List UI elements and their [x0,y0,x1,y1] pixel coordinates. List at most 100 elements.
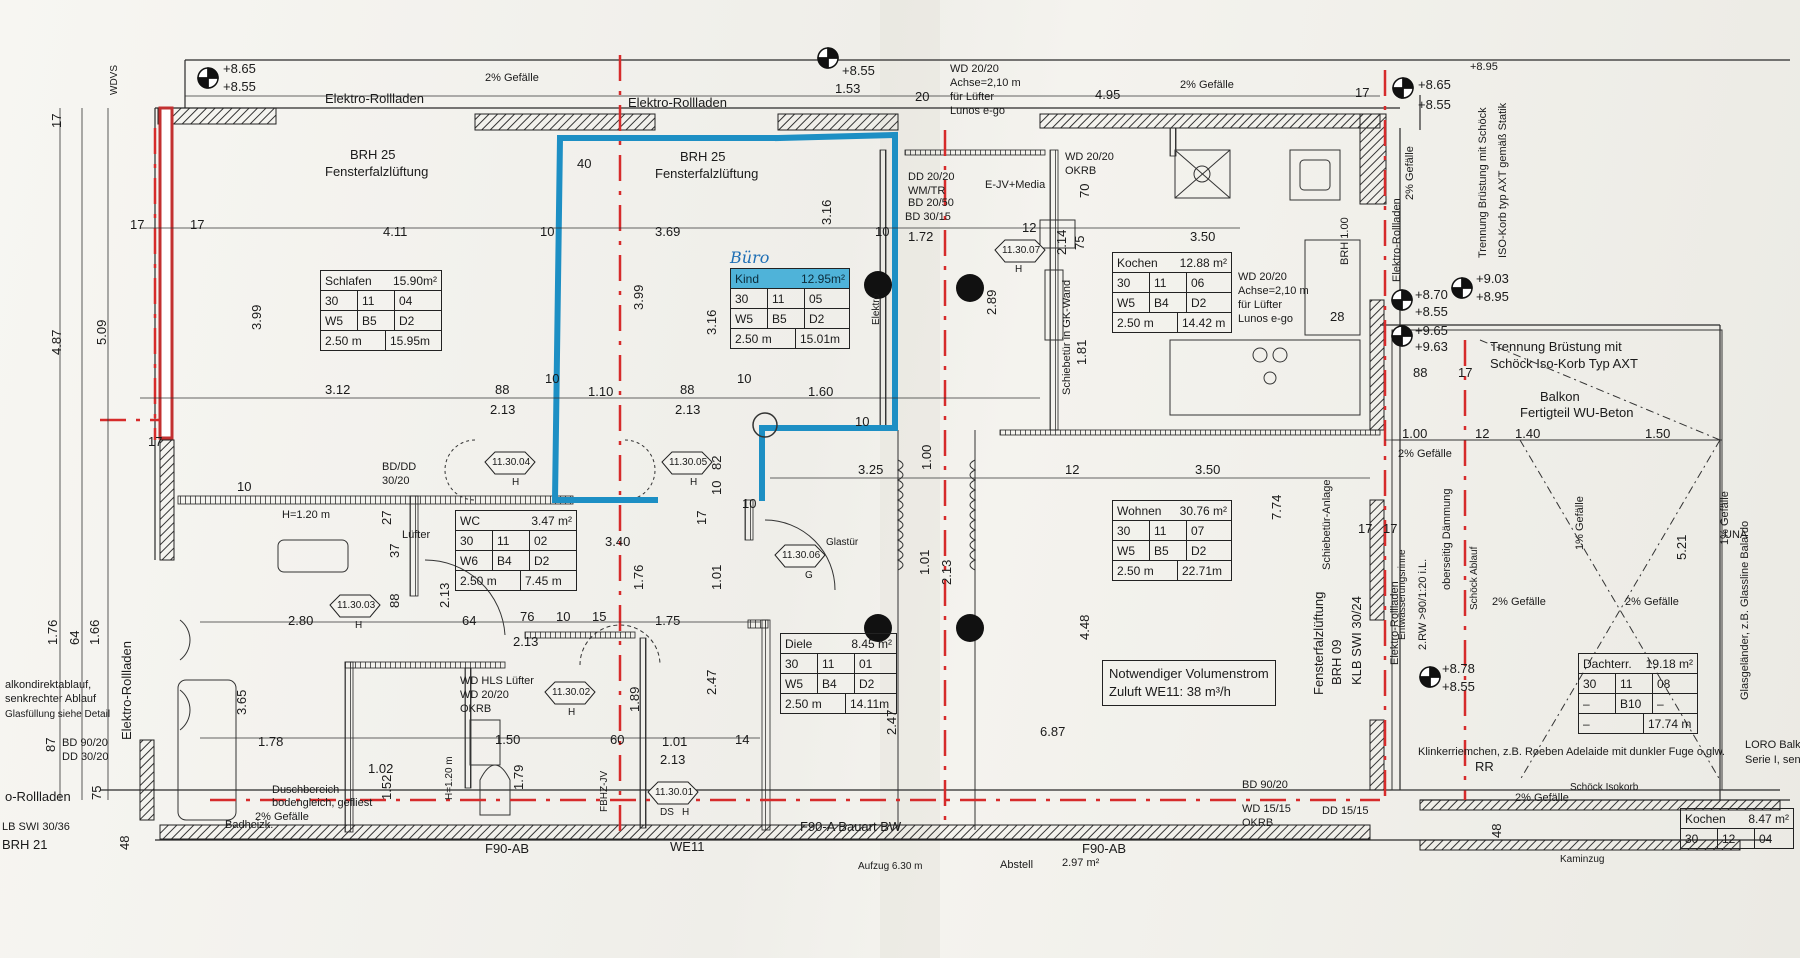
dim-10-a: 10 [540,224,555,239]
schiebe-1: Schiebetür in GK-Wand [1061,279,1073,395]
dim-2-13-d: 2.13 [437,582,452,608]
dim-1-76-a: 1.76 [631,564,646,590]
dim-3-25: 3.25 [858,462,884,477]
bd-dd-2: 30/20 [382,475,410,487]
badheiz: Badheizk. [225,819,274,831]
gefaelle-4: 2% Gefälle [1398,448,1452,460]
kaminzug: Kaminzug [1560,854,1605,865]
tag-g: G [805,570,813,581]
fuer-1: für Lüfter [950,91,995,103]
dim-3-40: 3.40 [605,534,631,549]
dim-40: 40 [577,156,592,171]
abstell-val: 2.97 m² [1062,857,1100,869]
wd-3: WD 20/20 [1065,151,1114,163]
dim-14: 14 [735,732,750,747]
dim-3-99-b: 3.99 [631,284,646,310]
wd-2: WD 20/20 [1238,271,1287,283]
dim-75: 75 [1072,235,1087,250]
okrb-1: OKRB [1065,165,1097,177]
dk-line-2: senkrechter Ablauf [5,693,97,705]
rr: RR [1475,759,1494,774]
dk-line-1: alkondirektablauf, [5,679,92,691]
tag-11-30-01: 11.30.01 [655,787,694,798]
rw: 2.RW >90/1:20 i.L. [1417,558,1429,650]
f90ab-1: F90-AB [485,841,530,856]
level-c: +8.55 [842,63,875,78]
gefaelle-3: 2% Gefälle [1404,146,1416,200]
dd-1515: DD 15/15 [1322,805,1369,817]
rolladen-bottom-left: o-Rollladen [5,789,71,804]
level-e: +8.55 [1418,97,1451,112]
dim-3-16-b: 3.16 [819,199,834,225]
dim-3-69: 3.69 [655,224,681,239]
dim-17-e: 17 [1458,365,1473,380]
dim-12-c: 12 [1475,426,1490,441]
dim-2-13-e: 2.13 [660,752,686,767]
brh-1: BRH 25 [350,147,396,162]
schiebe-2: Schiebetür-Anlage [1321,479,1333,570]
lunos-2: Lunos e-go [1238,313,1294,325]
rolladen-top-left: Elektro-Rollladen [325,91,424,106]
dim-48-a: 48 [117,835,132,850]
dim-1-60: 1.60 [808,384,834,399]
tag-11-30-06: 11.30.06 [782,550,821,561]
we11: WE11 [670,839,705,854]
dim-70: 70 [1077,183,1092,198]
tag-11-30-07: 11.30.07 [1002,245,1041,256]
tag-11-30-03: 11.30.03 [337,600,376,611]
dim-88-d: 88 [387,593,402,608]
dim-10-b: 10 [875,224,890,239]
dim-1-01-b: 1.01 [917,549,932,575]
furniture [177,149,1361,821]
trennung-4: Schöck Iso-Korb Typ AXT [1490,356,1638,371]
dim-1-01: 1.01 [709,564,724,590]
bd-dd: BD/DD [382,461,417,473]
entw: Entwässerungsrinne [1397,549,1408,640]
dimension-lines [59,95,1720,800]
dim-2-13-c: 2.13 [513,634,539,649]
dim-1-89: 1.89 [627,686,642,712]
dim-17-5: 17 [190,217,205,232]
dim-2-14: 2.14 [1054,229,1069,255]
dim-64-b: 64 [67,630,82,645]
dim-1-53: 1.53 [835,81,861,96]
dim-17-a: 17 [130,217,145,232]
dim-88-b: 88 [680,382,695,397]
achse-1: Achse=2,10 m [950,77,1021,89]
trennung-3: Trennung Brüstung mit [1490,339,1622,354]
dim-12: 12 [1022,220,1037,235]
f90: F90-A Bauart BW [800,819,902,834]
level-f: +8.70 [1415,287,1448,302]
dim-17-top: 17 [1355,85,1370,100]
dim-5-09: 5.09 [94,319,109,345]
achse-2: Achse=2,10 m [1238,285,1309,297]
fbhz: FBHZ-JV [599,770,610,812]
tag-h-2: H [512,477,520,488]
dim-2-80: 2.80 [288,613,314,628]
wd-2020-b: WD 20/20 [460,689,509,701]
volumenstrom-line-2: Zuluft WE11: 38 m³/h [1109,684,1231,700]
dim-64: 64 [462,613,477,628]
dim-1-75: 1.75 [655,613,681,628]
dim-1-72: 1.72 [908,229,934,244]
balkon-1: Balkon [1540,389,1580,404]
wmtr: WM/TR [908,185,946,197]
dim-2-47-b: 2.47 [884,709,899,735]
dd-1: DD 20/20 [908,171,955,183]
fuer-2: für Lüfter [1238,299,1283,311]
gefaelle-5: 2% Gefälle [1492,596,1546,608]
wd-hls: WD HLS Lüfter [460,675,534,687]
tag-h-4: H [355,620,363,631]
dim-1-50-b: 1.50 [1645,426,1671,441]
gefaelle-2: 2% Gefälle [1180,79,1234,91]
tag-11-30-04: 11.30.04 [492,457,531,468]
black-dots [864,271,984,642]
dim-76: 76 [520,609,535,624]
